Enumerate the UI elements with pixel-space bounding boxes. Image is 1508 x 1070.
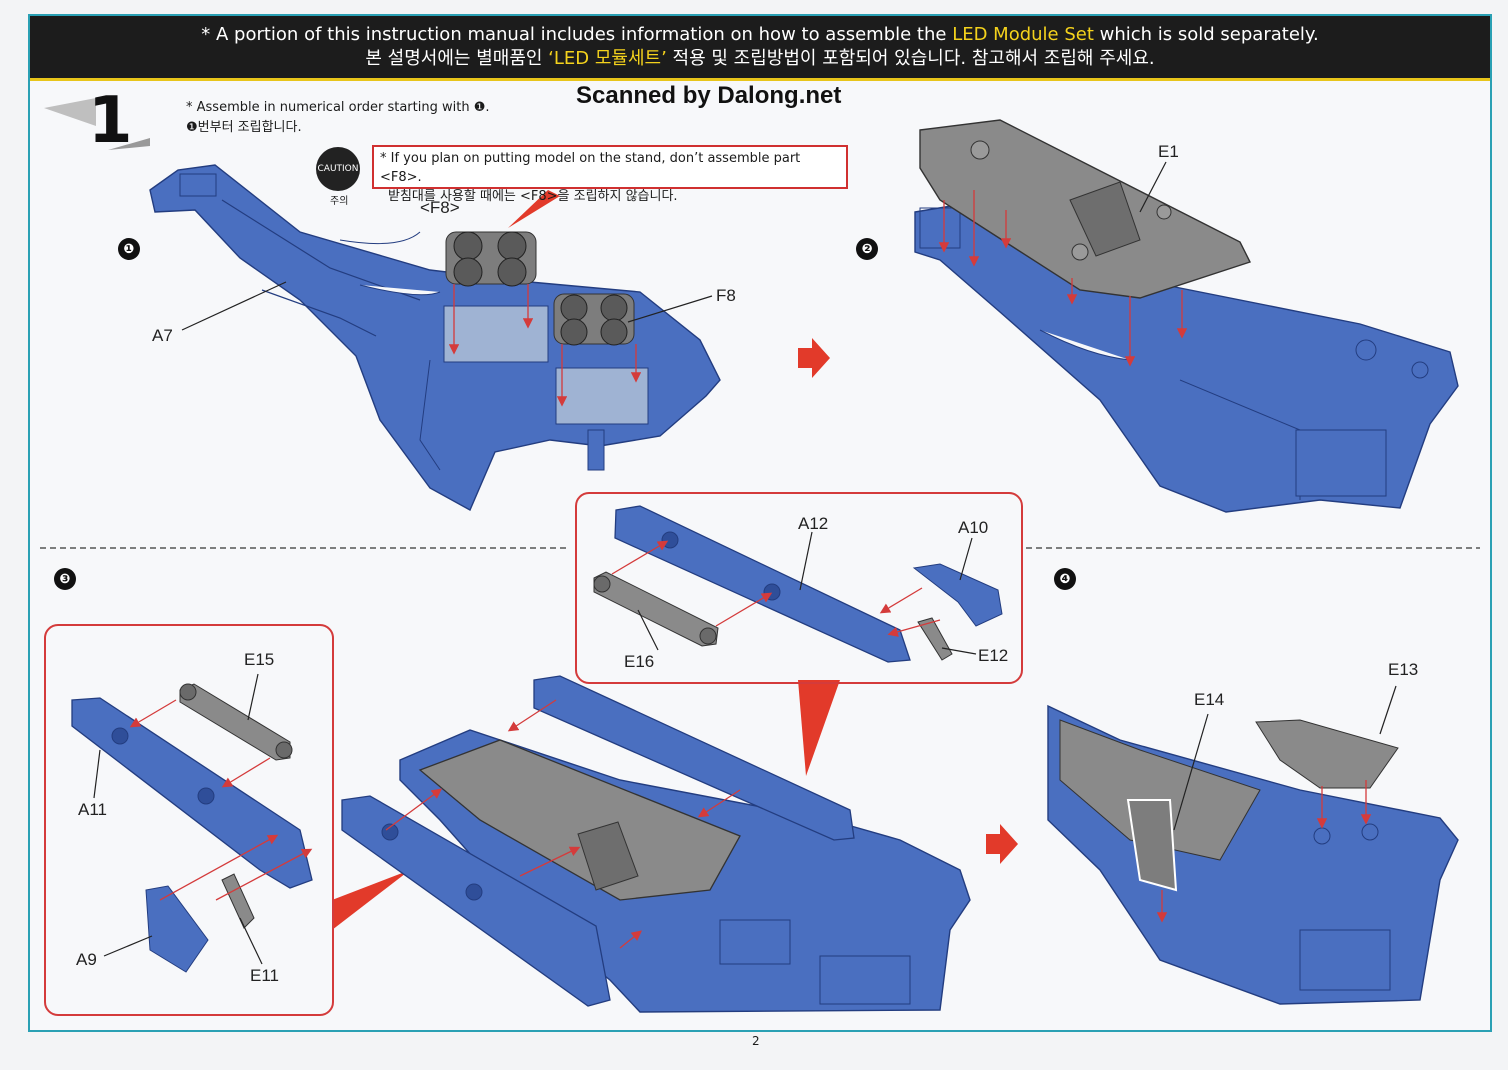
part-label-e13: E13	[1388, 660, 1419, 679]
callout-leaders-left	[93, 673, 263, 965]
banner-highlight-en: LED Module Set	[952, 24, 1094, 45]
part-label-e1: E1	[1158, 142, 1179, 161]
a11-parts	[71, 683, 313, 973]
caution-note-box: * If you plan on putting model on the st…	[372, 145, 848, 204]
banner-line-en: * A portion of this instruction manual i…	[201, 24, 1319, 45]
step3-arrows	[385, 699, 741, 949]
step-number: 1	[88, 84, 133, 158]
part-label-a9: A9	[76, 950, 97, 969]
part-label-a11: A11	[78, 800, 107, 819]
caution-badge-sub: 주의	[330, 196, 349, 207]
substep-marker-3: ❸	[54, 568, 76, 590]
next-step-arrow-1	[798, 338, 830, 378]
caution-badge: CAUTION	[316, 147, 360, 191]
f8-placement-lines	[448, 284, 642, 407]
part-label-e16: E16	[624, 652, 655, 671]
part-label-f8-bracket: <F8>	[420, 198, 460, 217]
order-note-ko: ❶번부터 조립합니다.	[186, 120, 302, 135]
order-note-en: * Assemble in numerical order starting w…	[186, 100, 490, 115]
step4-leaders	[1173, 685, 1397, 831]
callout-leaders-top	[637, 531, 977, 655]
callout-pointer-left	[332, 870, 410, 930]
substep-marker-2: ❷	[856, 238, 878, 260]
part-label-a10: A10	[958, 518, 989, 537]
banner-line-ko: 본 설명서에는 별매품인 ‘LED 모듈세트’ 적용 및 조립방법이 포함되어 …	[365, 48, 1155, 69]
e1-frame	[919, 119, 1251, 299]
part-label-e14: E14	[1194, 690, 1225, 709]
callout-arrows-top	[611, 540, 941, 637]
hull-step1	[149, 164, 721, 511]
hull-step4	[1047, 704, 1459, 1005]
substep-marker-1: ❶	[118, 238, 140, 260]
step-speed-streak	[44, 98, 150, 150]
part-label-e15: E15	[244, 650, 275, 669]
part-label-a7: A7	[152, 326, 173, 345]
hull-step3	[341, 675, 971, 1013]
f8-fans-mounted	[445, 231, 635, 346]
a12-a10-parts	[593, 505, 1003, 663]
e1-leader	[1139, 161, 1167, 213]
callout-arrows-left	[129, 699, 313, 901]
callout-box-a11	[44, 624, 334, 1016]
step4-arrows	[1156, 780, 1372, 923]
caution-note-ko: 받침대를 사용할 때에는 <F8>을 조립하지 않습니다.	[388, 189, 678, 204]
part-label-f8: F8	[716, 286, 736, 305]
scanner-watermark: Scanned by Dalong.net	[576, 82, 842, 109]
next-step-arrow-2	[986, 824, 1018, 864]
part-label-e12: E12	[978, 646, 1009, 665]
caution-pointer	[508, 190, 560, 228]
banner-highlight-ko: ‘LED 모듈세트’	[548, 48, 667, 69]
callout-box-a12-a10	[575, 492, 1023, 684]
part-label-e11: E11	[250, 966, 279, 985]
part-label-a12: A12	[798, 514, 829, 533]
page-number: 2	[752, 1034, 760, 1048]
led-notice-banner: * A portion of this instruction manual i…	[30, 16, 1490, 81]
order-note: * Assemble in numerical order starting w…	[186, 98, 489, 138]
substep-marker-4: ❹	[1054, 568, 1076, 590]
e1-placement-lines	[938, 190, 1188, 367]
caution-note-en: * If you plan on putting model on the st…	[380, 151, 801, 185]
leader-lines-step1	[181, 281, 713, 331]
callout-pointer-top	[798, 680, 840, 776]
hull-step2	[914, 201, 1459, 513]
